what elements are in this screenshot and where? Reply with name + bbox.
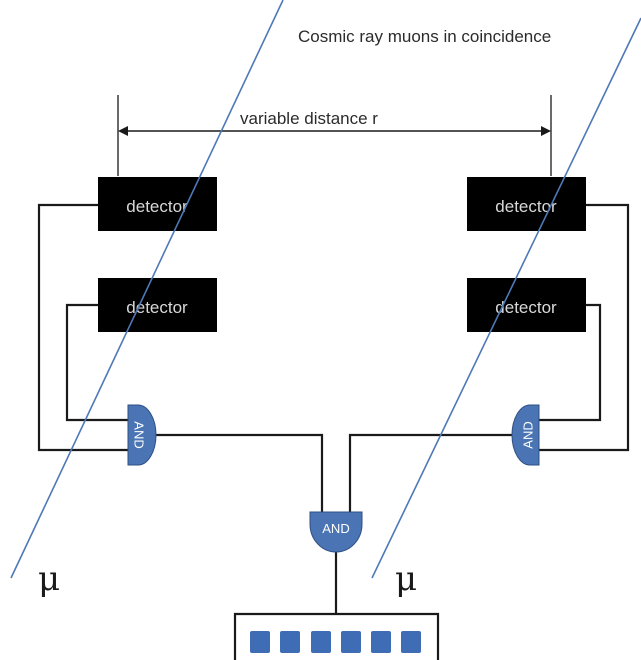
muon-track-right (371, 17, 641, 579)
detector-bottom-right (467, 278, 586, 332)
diagram-title: Cosmic ray muons in coincidence (298, 27, 551, 46)
detector-bottom-right-label: detector (495, 298, 557, 317)
detector-top-left-label: detector (126, 197, 188, 216)
detector-top-left (98, 177, 217, 231)
distance-label: variable distance r (240, 109, 378, 128)
muon-track-left (10, 0, 284, 579)
detector-top-right (467, 177, 586, 231)
and-gate-right: AND (511, 404, 540, 466)
muon-symbol-left: μ (38, 559, 60, 599)
and-gate-left-label: AND (132, 421, 147, 448)
and-gate-center: AND (309, 511, 363, 553)
wiring (37, 203, 630, 660)
detector-bottom-left-label: detector (126, 298, 188, 317)
detector-bottom-left (98, 278, 217, 332)
detector-top-right-label: detector (495, 197, 557, 216)
and-gate-center-label: AND (322, 521, 349, 536)
and-gate-right-label: AND (520, 421, 535, 448)
and-gate-left: AND (127, 404, 157, 466)
muon-symbol-right: μ (395, 559, 417, 599)
distance-dimension (117, 95, 552, 176)
counter-display (250, 631, 421, 653)
